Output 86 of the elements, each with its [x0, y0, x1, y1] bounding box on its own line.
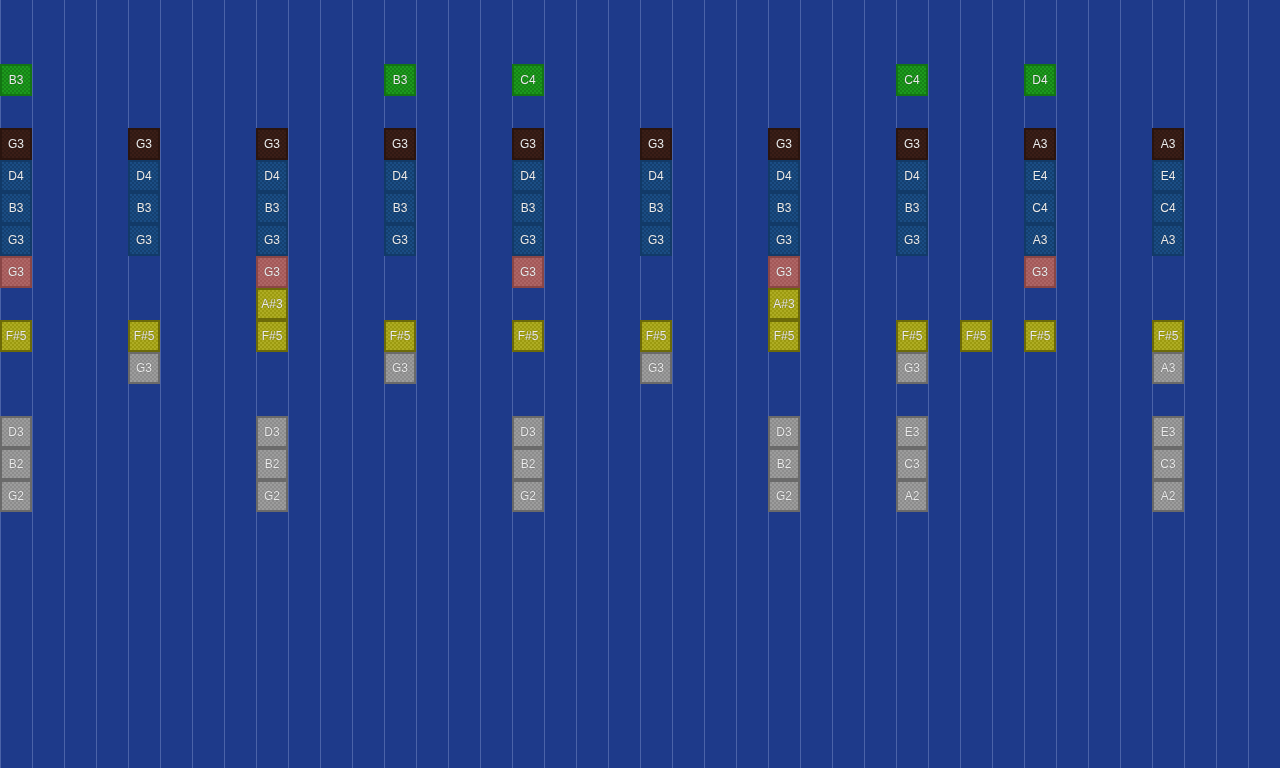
note-tile: G3 [896, 128, 928, 160]
note-tile: D4 [640, 160, 672, 192]
note-tile: G3 [384, 224, 416, 256]
note-tile: C3 [1152, 448, 1184, 480]
note-tile: D4 [0, 160, 32, 192]
note-tile: A3 [1152, 352, 1184, 384]
note-tile: D4 [128, 160, 160, 192]
note-tile: F#5 [256, 320, 288, 352]
note-tile: C4 [896, 64, 928, 96]
note-tile: G3 [384, 352, 416, 384]
note-tile: C4 [1024, 192, 1056, 224]
note-tile: E3 [896, 416, 928, 448]
note-tile: B2 [768, 448, 800, 480]
note-tile: F#5 [384, 320, 416, 352]
note-tile: G3 [256, 128, 288, 160]
note-tile: B3 [0, 64, 32, 96]
note-tile: B3 [384, 192, 416, 224]
note-tile: F#5 [768, 320, 800, 352]
note-tile: C4 [1152, 192, 1184, 224]
note-tile: G3 [256, 224, 288, 256]
note-tile: G2 [768, 480, 800, 512]
note-tile: G3 [384, 128, 416, 160]
note-tile: D4 [896, 160, 928, 192]
note-tile: B3 [256, 192, 288, 224]
note-tile: A#3 [768, 288, 800, 320]
note-tile: B3 [768, 192, 800, 224]
note-tile: F#5 [640, 320, 672, 352]
note-tile: G2 [0, 480, 32, 512]
note-tile: B2 [512, 448, 544, 480]
note-tile: A2 [1152, 480, 1184, 512]
note-tile: G3 [512, 128, 544, 160]
note-tile: F#5 [960, 320, 992, 352]
note-tile: A#3 [256, 288, 288, 320]
note-tile: A3 [1024, 224, 1056, 256]
note-tile: D4 [512, 160, 544, 192]
note-tile: D4 [256, 160, 288, 192]
note-tile: F#5 [512, 320, 544, 352]
note-tile: G3 [768, 256, 800, 288]
note-tile: G3 [0, 256, 32, 288]
note-tile: D4 [1024, 64, 1056, 96]
note-tile: B3 [512, 192, 544, 224]
note-tile: B3 [0, 192, 32, 224]
note-tile: D3 [0, 416, 32, 448]
note-tile: G3 [256, 256, 288, 288]
note-tile: G3 [512, 224, 544, 256]
note-tile: D3 [512, 416, 544, 448]
note-tile: F#5 [128, 320, 160, 352]
note-tile: F#5 [0, 320, 32, 352]
note-tile: E4 [1024, 160, 1056, 192]
note-tile: D3 [256, 416, 288, 448]
note-tile: F#5 [1024, 320, 1056, 352]
note-tile: B3 [896, 192, 928, 224]
note-tile: G3 [768, 128, 800, 160]
note-tile: G3 [0, 128, 32, 160]
note-tile: D3 [768, 416, 800, 448]
note-tile: C3 [896, 448, 928, 480]
note-tile: A3 [1024, 128, 1056, 160]
note-tile: D4 [384, 160, 416, 192]
note-tile: C4 [512, 64, 544, 96]
note-tile: G3 [896, 224, 928, 256]
note-tile: E4 [1152, 160, 1184, 192]
note-tile: G3 [896, 352, 928, 384]
note-tile: F#5 [896, 320, 928, 352]
note-tile: G3 [128, 352, 160, 384]
note-tile: G3 [640, 224, 672, 256]
note-tile: B2 [256, 448, 288, 480]
note-tile: G3 [0, 224, 32, 256]
note-tile: B3 [640, 192, 672, 224]
note-tile: G3 [128, 224, 160, 256]
note-tile: G3 [640, 128, 672, 160]
note-tile: A3 [1152, 224, 1184, 256]
note-tile: D4 [768, 160, 800, 192]
note-tile: G2 [256, 480, 288, 512]
note-tile: B3 [384, 64, 416, 96]
note-tile: G3 [512, 256, 544, 288]
note-tile: B3 [128, 192, 160, 224]
note-tile: A3 [1152, 128, 1184, 160]
note-tile: G3 [640, 352, 672, 384]
note-tile: G3 [768, 224, 800, 256]
note-tile: G3 [1024, 256, 1056, 288]
note-tile: G2 [512, 480, 544, 512]
note-tile: E3 [1152, 416, 1184, 448]
note-tile: F#5 [1152, 320, 1184, 352]
note-tile: G3 [128, 128, 160, 160]
note-tile: B2 [0, 448, 32, 480]
note-tile: A2 [896, 480, 928, 512]
